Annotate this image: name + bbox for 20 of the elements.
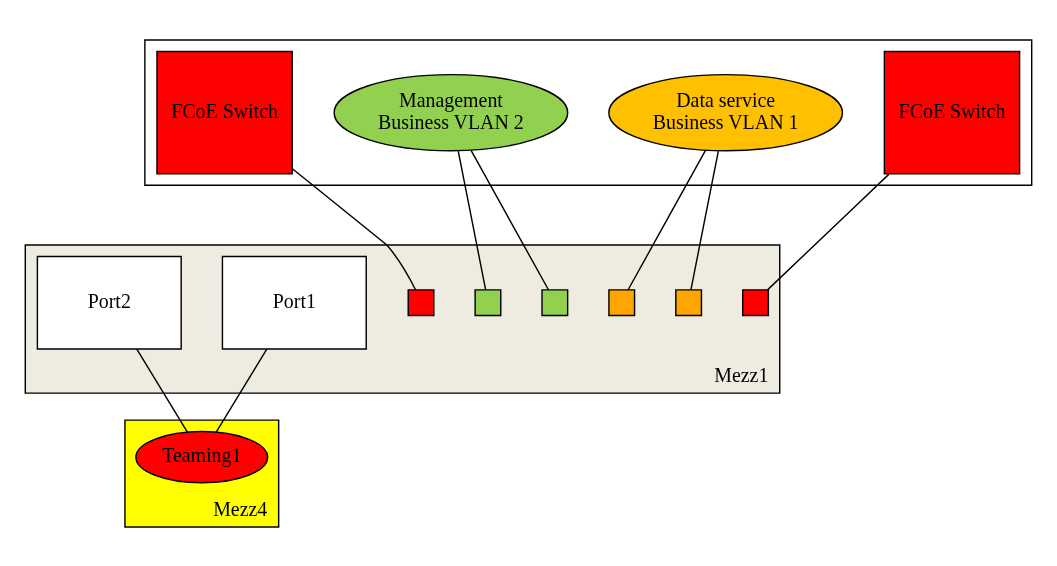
node-box: FCoE Switch	[883, 50, 1021, 175]
node-ellipse: Data service Business VLAN 1	[608, 73, 844, 151]
connector	[627, 149, 707, 290]
node-box: Port1	[221, 255, 367, 350]
node-box	[608, 288, 636, 316]
node-box	[742, 288, 770, 316]
node-box	[474, 288, 502, 316]
node-box: FCoE Switch	[156, 50, 293, 175]
node-box	[675, 288, 703, 316]
cluster	[144, 38, 1033, 186]
connector	[291, 167, 417, 290]
node-box	[541, 288, 569, 316]
node-box	[407, 288, 435, 316]
node-ellipse: Teaming1	[135, 430, 269, 483]
connector	[470, 149, 550, 290]
connector	[690, 149, 720, 290]
connector	[457, 149, 487, 290]
node-ellipse: Management Business VLAN 2	[333, 73, 569, 151]
node-box: Port2	[36, 255, 182, 350]
connector	[766, 173, 890, 291]
